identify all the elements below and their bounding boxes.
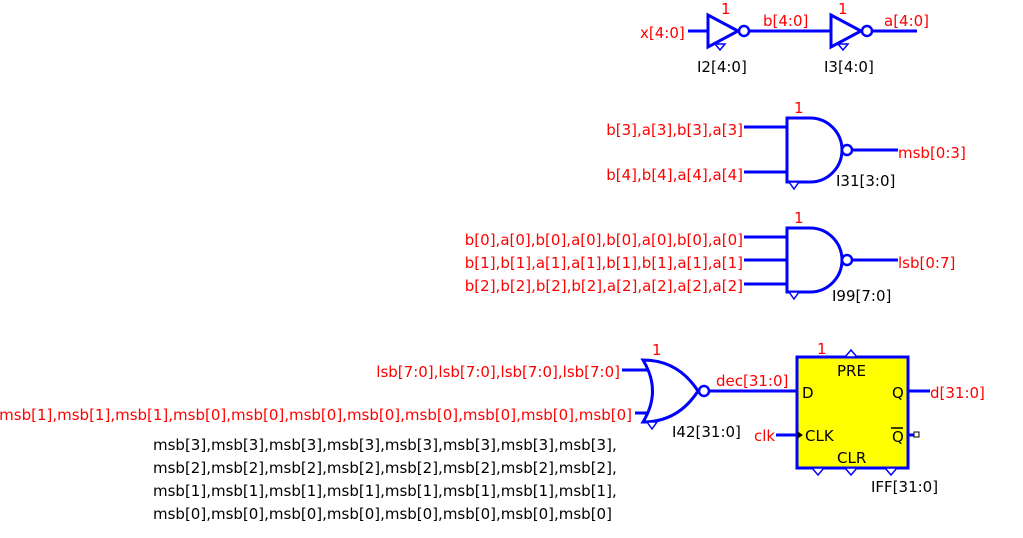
net-label-lsb[interactable]: lsb[0:7] (898, 254, 955, 272)
net-label-dec[interactable]: dec[31:0] (716, 372, 788, 390)
and-gate-i99-marker (787, 291, 801, 301)
net-label-i99-in-3[interactable]: b[2],b[2],b[2],b[2],a[2],a[2],a[2],a[2] (465, 277, 743, 295)
tooltip-line: msb[0],msb[0],msb[0],msb[0],msb[0],msb[0… (153, 505, 612, 523)
pin-pre: PRE (837, 362, 866, 380)
instance-label-i99[interactable]: I99[7:0] (832, 287, 891, 305)
net-expansion-tooltip: msb[3],msb[3],msb[3],msb[3],msb[3],msb[3… (153, 436, 617, 523)
or-gate-i42-bubble (697, 384, 711, 398)
instance-label-i42[interactable]: I42[31:0] (672, 423, 741, 441)
inverter-i3-marker (836, 43, 850, 52)
inverter-i3[interactable]: 1 a[4:0] I3[4:0] (824, 0, 929, 76)
net-label-clk[interactable]: clk (754, 427, 775, 445)
inverter-i3-multiplier: 1 (838, 0, 848, 18)
flipflop-marker-right (883, 467, 899, 477)
flipflop-marker-left (810, 467, 826, 477)
pin-clr: CLR (837, 449, 866, 467)
instance-label-i31[interactable]: I31[3:0] (836, 172, 895, 190)
net-label-i31-in-2[interactable]: b[4],b[4],a[4],a[4] (606, 166, 743, 184)
and-gate-i99[interactable]: 1 b[0],a[0],b[0],a[0],b[0],a[0],b[0],a[0… (465, 209, 956, 305)
or-gate-i42[interactable]: 1 lsb[7:0],lsb[7:0],lsb[7:0],lsb[7:0] b[… (0, 341, 797, 441)
or-gate-i42-marker (645, 421, 659, 431)
net-label-i31-in-1[interactable]: b[3],a[3],b[3],a[3] (606, 121, 743, 139)
or-gate-i42-multiplier: 1 (652, 341, 662, 359)
net-label-msb[interactable]: msb[0:3] (898, 144, 966, 162)
net-label-a[interactable]: a[4:0] (884, 12, 929, 30)
net-label-i99-in-2[interactable]: b[1],b[1],a[1],a[1],b[1],b[1],a[1],a[1] (465, 254, 743, 272)
or-gate-i42-body (640, 358, 700, 424)
and-gate-i31-bubble (840, 143, 854, 157)
inverter-i2-marker (713, 43, 727, 52)
instance-label-i3[interactable]: I3[4:0] (824, 58, 874, 76)
flipflop-multiplier: 1 (817, 340, 827, 358)
tooltip-line: msb[2],msb[2],msb[2],msb[2],msb[2],msb[2… (153, 459, 617, 477)
clk-edge-icon (797, 431, 803, 439)
pin-qbar: Q (892, 428, 904, 446)
pin-clk: CLK (805, 427, 835, 445)
tooltip-line: msb[1],msb[1],msb[1],msb[1],msb[1],msb[1… (153, 482, 617, 500)
and-gate-i31-multiplier: 1 (794, 99, 804, 117)
net-label-x[interactable]: x[4:0] (640, 24, 685, 42)
inverter-i2-body (706, 12, 742, 50)
pin-d: D (802, 384, 814, 402)
net-label-i42-in-2[interactable]: b[1],msb[1],msb[1],msb[1],msb[0],msb[0],… (0, 406, 632, 424)
inverter-i2-bubble (737, 24, 751, 38)
and-gate-i99-multiplier: 1 (794, 209, 804, 227)
inverter-i3-body (829, 12, 865, 50)
net-label-i42-in-1[interactable]: lsb[7:0],lsb[7:0],lsb[7:0],lsb[7:0] (376, 363, 620, 381)
pin-q: Q (892, 384, 904, 402)
flipflop-body (795, 355, 910, 470)
and-gate-i31-marker (787, 181, 801, 191)
net-label-b[interactable]: b[4:0] (763, 12, 808, 30)
instance-label-iff[interactable]: IFF[31:0] (871, 478, 938, 496)
and-gate-i99-body (785, 226, 844, 294)
and-gate-i99-bubble (840, 253, 854, 267)
inverter-i3-bubble (860, 24, 874, 38)
qbar-unconnected-icon (913, 431, 920, 438)
and-gate-i31[interactable]: 1 b[3],a[3],b[3],a[3] b[4],b[4],a[4],a[4… (606, 99, 966, 191)
and-gate-i31-body (785, 116, 844, 184)
inverter-i2[interactable]: 1 x[4:0] I2[4:0] (640, 0, 751, 76)
flipflop-clr-marker (843, 467, 859, 477)
flipflop-pre-marker (843, 348, 859, 358)
tooltip-line: msb[3],msb[3],msb[3],msb[3],msb[3],msb[3… (153, 436, 617, 454)
net-label-d[interactable]: d[31:0] (930, 384, 985, 402)
flipflop-iff[interactable]: 1 PRE D Q Q CLK CLR clk d[31:0] IFF[31:0… (754, 340, 985, 496)
net-label-i99-in-1[interactable]: b[0],a[0],b[0],a[0],b[0],a[0],b[0],a[0] (465, 231, 743, 249)
inverter-i2-multiplier: 1 (721, 0, 731, 18)
instance-label-i2[interactable]: I2[4:0] (697, 58, 747, 76)
